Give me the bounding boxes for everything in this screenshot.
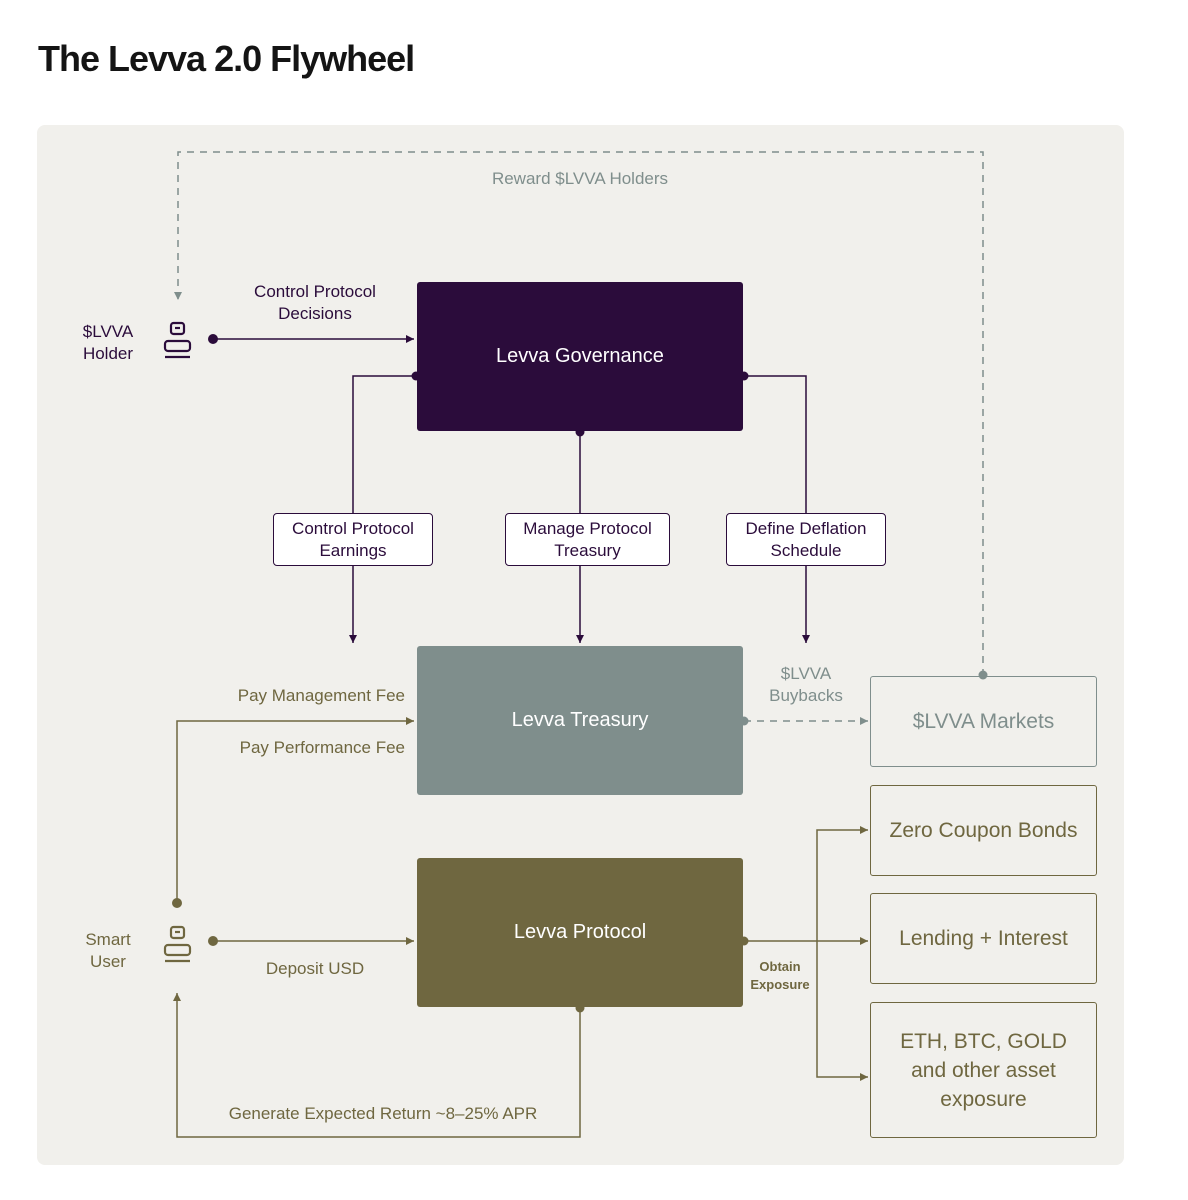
expected-return-label: Generate Expected Return ~8–25% APR xyxy=(228,1104,538,1123)
asset-exposure-label: ETH, BTC, GOLD and other asset exposure xyxy=(900,1029,1067,1111)
obtain-exposure-label: Obtain Exposure xyxy=(750,959,810,992)
lvva-markets-label: $LVVA Markets xyxy=(912,710,1055,733)
manage-treasury-label: Manage Protocol Treasury xyxy=(523,518,652,560)
asset-exposure-box: ETH, BTC, GOLD and other asset exposure xyxy=(870,1002,1097,1138)
holder-person-icon xyxy=(163,321,192,359)
zero-coupon-bonds-box: Zero Coupon Bonds xyxy=(870,785,1097,876)
deposit-usd-label: Deposit USD xyxy=(265,959,365,978)
levva-treasury-box: Levva Treasury xyxy=(417,646,743,795)
page-title: The Levva 2.0 Flywheel xyxy=(38,38,415,79)
deflation-schedule-box: Define Deflation Schedule xyxy=(726,513,886,566)
performance-fee-label: Pay Performance Fee xyxy=(239,738,405,757)
control-earnings-label: Control Protocol Earnings xyxy=(292,518,414,560)
lvva-markets-box: $LVVA Markets xyxy=(870,676,1097,767)
deflation-schedule-label: Define Deflation Schedule xyxy=(745,518,867,560)
levva-governance-box: Levva Governance xyxy=(417,282,743,431)
levva-treasury-label: Levva Treasury xyxy=(511,709,649,731)
buybacks-label: $LVVA Buybacks xyxy=(769,664,843,705)
management-fee-label: Pay Management Fee xyxy=(237,686,405,705)
levva-protocol-box: Levva Protocol xyxy=(417,858,743,1007)
reward-holders-label: Reward $LVVA Holders xyxy=(491,169,669,188)
zero-coupon-bonds-label: Zero Coupon Bonds xyxy=(889,819,1078,842)
lending-interest-label: Lending + Interest xyxy=(899,927,1068,950)
levva-governance-label: Levva Governance xyxy=(496,345,664,367)
control-earnings-box: Control Protocol Earnings xyxy=(273,513,433,566)
lending-interest-box: Lending + Interest xyxy=(870,893,1097,984)
reward-loop-connector xyxy=(174,151,984,676)
smart-user-label: Smart User xyxy=(85,930,131,971)
user-person-icon xyxy=(163,925,192,963)
control-decisions-label: Control Protocol Decisions xyxy=(254,282,376,323)
levva-protocol-label: Levva Protocol xyxy=(513,921,647,943)
manage-treasury-box: Manage Protocol Treasury xyxy=(505,513,670,566)
holder-label: $LVVA Holder xyxy=(82,322,134,363)
